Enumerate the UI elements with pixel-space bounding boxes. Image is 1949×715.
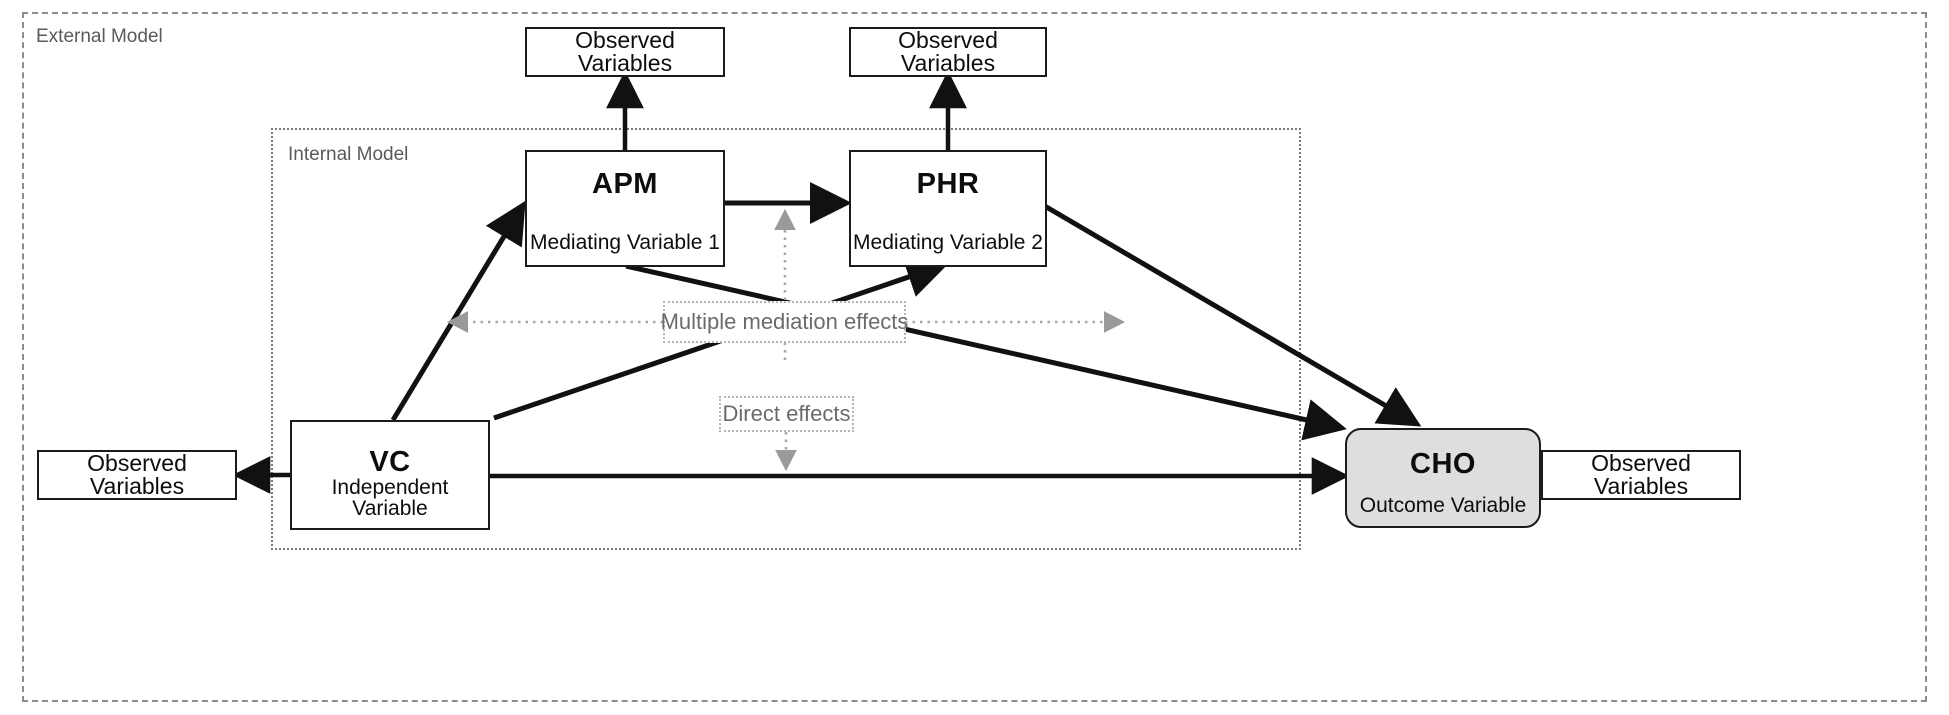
node-observed-variables-right[interactable]: Observed Variables: [1541, 450, 1741, 500]
internal-model-frame: [271, 128, 1301, 550]
node-observed-variables-left[interactable]: Observed Variables: [37, 450, 237, 500]
annotation-text: Direct effects: [722, 401, 851, 426]
edge-vc-to-apm: [390, 200, 526, 422]
node-label: Observed Variables: [87, 450, 187, 499]
external-model-label: External Model: [36, 26, 163, 47]
node-observed-variables-top-left[interactable]: Observed Variables: [525, 27, 725, 77]
node-apm[interactable]: APM Mediating Variable 1: [525, 150, 725, 267]
node-observed-variables-top-right[interactable]: Observed Variables: [849, 27, 1047, 77]
node-subtitle: Outcome Variable: [1359, 494, 1527, 517]
node-subtitle: Mediating Variable 1: [530, 231, 720, 254]
annotation-direct-effects: Direct effects: [719, 396, 854, 432]
node-label: Observed Variables: [898, 27, 998, 76]
node-cho[interactable]: CHO Outcome Variable: [1345, 428, 1541, 528]
node-subtitle: Independent Variable: [331, 476, 449, 520]
edge-apm-to-cho: [625, 263, 1347, 441]
node-title: APM: [592, 168, 658, 200]
node-subtitle: Mediating Variable 2: [853, 231, 1043, 254]
node-title: VC: [369, 446, 411, 478]
node-vc[interactable]: VC Independent Variable: [290, 420, 490, 530]
node-title: PHR: [916, 168, 980, 200]
annotation-multiple-mediation-effects: Multiple mediation effects: [660, 301, 909, 343]
internal-model-label: Internal Model: [288, 144, 409, 165]
node-label: Observed Variables: [575, 27, 675, 76]
node-phr[interactable]: PHR Mediating Variable 2: [849, 150, 1047, 267]
annotation-text: Multiple mediation effects: [660, 309, 909, 334]
node-title: CHO: [1410, 448, 1476, 480]
external-model-frame: [22, 12, 1927, 702]
edge-phr-to-cho: [1041, 202, 1422, 427]
node-label: Observed Variables: [1591, 450, 1691, 499]
